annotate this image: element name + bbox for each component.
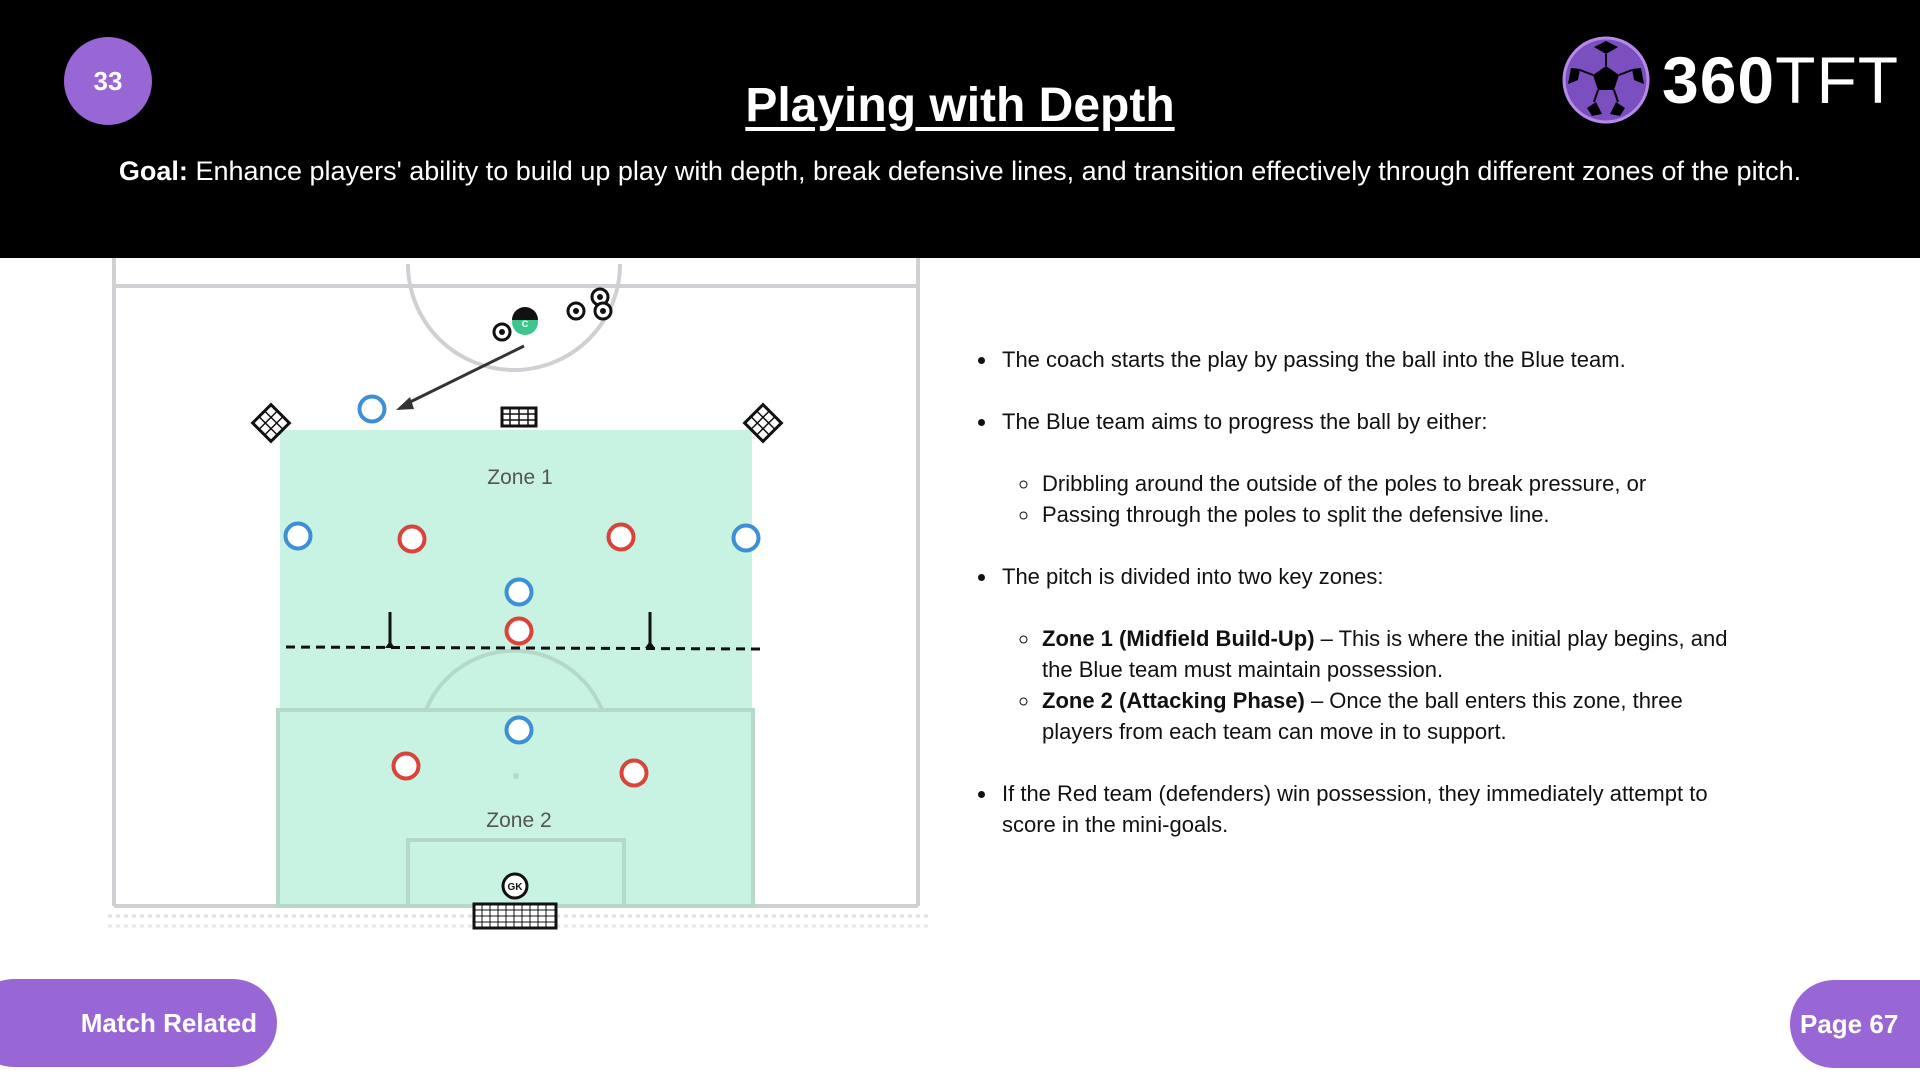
blue-player [504,577,534,607]
dashed-zone-line [285,645,761,651]
pole-left [385,612,395,648]
ball-icon [566,301,586,321]
soccer-ball-icon [1562,36,1650,124]
goalkeeper-marker: GK [501,872,529,900]
blue-player [283,521,313,551]
brand-name-part2: TFT [1775,43,1900,117]
red-player [397,524,427,554]
page-number-badge: 33 [64,37,152,125]
instruction-item: The pitch is divided into two key zones:… [998,561,1736,747]
instruction-text: The Blue team aims to progress the ball … [1002,409,1488,434]
category-tag: Match Related [0,979,277,1067]
training-drill-diagram: Zone 1 Zone 2 GK C [108,258,928,930]
zone-2-label: Zone 2 [486,809,551,832]
page-title: Playing with Depth [745,79,1175,132]
mini-goal-left [250,402,292,444]
blue-player [504,715,534,745]
arrow-head-icon [396,397,414,410]
ball-icon [593,301,613,321]
instruction-item: The Blue team aims to progress the ball … [998,406,1736,530]
blue-player [731,523,761,553]
sub-instruction-item: Dribbling around the outside of the pole… [1040,468,1736,499]
coach-label: C [522,319,529,329]
red-player [606,522,636,552]
brand-name: 360TFT [1662,47,1899,113]
zone-2-title: Zone 2 (Attacking Phase) [1042,688,1305,713]
sub-instruction-item: Zone 2 (Attacking Phase) – Once the ball… [1040,685,1736,747]
goalkeeper-label: GK [508,882,524,893]
red-player [619,758,649,788]
header-bar: 33 Playing with Depth Goal: Enhance play… [0,0,1920,258]
sub-instruction-item: Passing through the poles to split the d… [1040,499,1736,530]
zone-1-area [280,430,752,710]
instruction-item: The coach starts the play by passing the… [998,344,1736,375]
ball-icon [492,322,512,342]
mini-goal-right [742,402,784,444]
pole-right [645,612,655,648]
main-goal [472,902,558,930]
instruction-item: If the Red team (defenders) win possessi… [998,778,1736,840]
instruction-text: The pitch is divided into two key zones: [1002,564,1384,589]
zone-2-description: – Once the ball enters this zone, three … [1042,688,1683,744]
zone-1-description: – This is where the initial play begins,… [1042,626,1728,682]
page-indicator: Page 67 [1790,980,1920,1068]
brand-name-part1: 360 [1662,43,1776,117]
brand-logo: 360TFT [1562,36,1899,124]
coach-marker: C [512,307,538,335]
pass-arrow [403,344,525,407]
red-player [391,751,421,781]
zone-1-title: Zone 1 (Midfield Build-Up) [1042,626,1315,651]
sub-instruction-item: Zone 1 (Midfield Build-Up) – This is whe… [1040,623,1736,685]
penalty-arc [424,648,604,711]
goal-description: Enhance players' ability to build up pla… [195,156,1802,186]
red-player [504,616,534,646]
blue-player [357,394,387,424]
drill-instructions: The coach starts the play by passing the… [976,344,1736,871]
zone-1-label: Zone 1 [487,466,552,489]
mini-goal-center [500,406,538,428]
goal-text: Goal: Enhance players' ability to build … [60,156,1860,187]
penalty-spot [513,773,519,779]
goal-label: Goal: [118,156,188,186]
